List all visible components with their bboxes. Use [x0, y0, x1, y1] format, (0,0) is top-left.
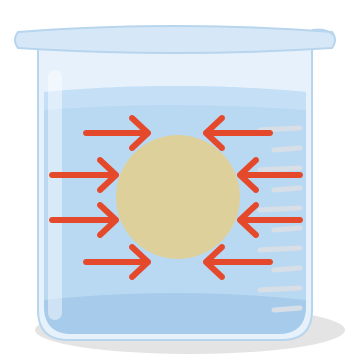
graduation-mark: [274, 228, 300, 230]
beaker-rim: [15, 26, 335, 53]
graduation-mark: [260, 288, 300, 290]
graduation-mark: [274, 308, 300, 310]
sphere: [116, 135, 240, 259]
graduation-mark: [274, 188, 300, 190]
graduation-mark: [274, 268, 300, 270]
graduation-mark: [260, 208, 300, 210]
glass-highlight: [48, 70, 62, 320]
graduation-mark: [274, 148, 300, 150]
graduation-mark: [260, 248, 300, 250]
graduation-mark: [260, 168, 300, 170]
liquid-bottom: [44, 293, 306, 334]
graduation-mark: [260, 128, 300, 130]
